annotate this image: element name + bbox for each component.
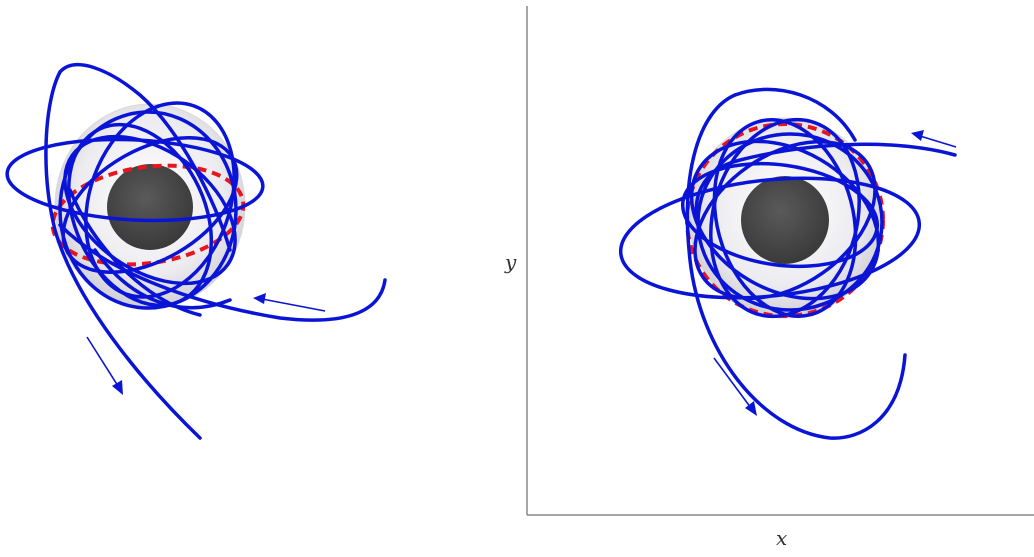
left-orbit-path [5,63,387,440]
left-black-hole [107,164,193,250]
left-incoming-arrow [253,293,326,312]
y-axis-label: y [505,250,517,274]
left-outgoing-arrow [86,336,123,395]
right-orbit-path [618,87,957,440]
left-panel [5,63,387,440]
x-axis-label: x [776,526,788,550]
right-incoming-arrow [911,130,957,148]
right-panel [526,6,1034,516]
right-black-hole [741,176,829,264]
right-outgoing-arrow [713,357,757,416]
